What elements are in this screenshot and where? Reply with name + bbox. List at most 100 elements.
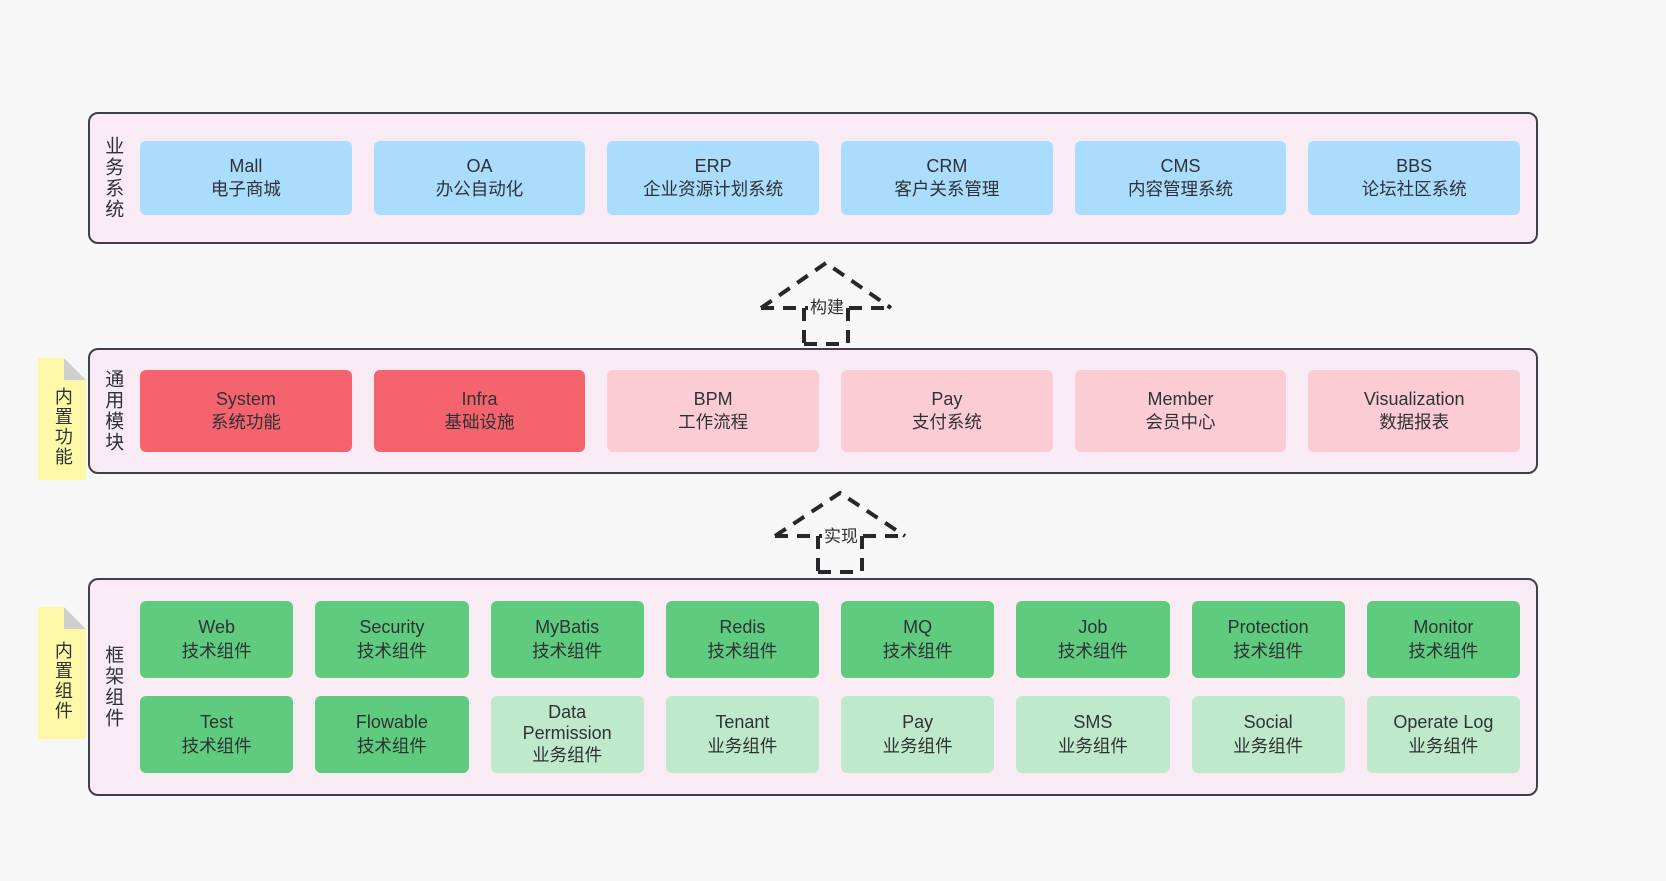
node-subtitle: 技术组件 [707, 640, 778, 661]
node-row: Test 技术组件 Flowable 技术组件 Data Permission … [140, 696, 1520, 773]
node-subtitle: 数据报表 [1379, 412, 1450, 433]
node-title: CRM [926, 155, 968, 176]
node-subtitle: 论坛社区系统 [1361, 179, 1467, 200]
generalization-arrowhead-build [759, 260, 893, 310]
node-subtitle: 工作流程 [678, 412, 749, 433]
node-subtitle: 技术组件 [181, 735, 252, 756]
node-subtitle: 业务组件 [1233, 735, 1304, 756]
node-title: Test [200, 712, 234, 733]
node-social[interactable]: Social 业务组件 [1191, 696, 1345, 773]
node-subtitle: 技术组件 [356, 735, 427, 756]
node-cms[interactable]: CMS 内容管理系统 [1074, 141, 1287, 215]
node-row: Mall 电子商城 OA 办公自动化 ERP 企业资源计划系统 CRM 客户关系… [140, 141, 1521, 215]
node-system[interactable]: System 系统功能 [140, 370, 352, 452]
connector-implement: 实现 [770, 488, 920, 574]
node-subtitle: 技术组件 [532, 640, 603, 661]
node-job[interactable]: Job 技术组件 [1016, 601, 1170, 678]
node-title: Redis [719, 617, 766, 638]
node-member[interactable]: Member 会员中心 [1074, 370, 1287, 452]
layer-label-framework-components: 框架组件 [102, 645, 124, 729]
node-data-permission[interactable]: Data Permission 业务组件 [490, 696, 644, 773]
node-subtitle: 支付系统 [911, 412, 982, 433]
node-infra[interactable]: Infra 基础设施 [373, 370, 586, 452]
node-title: Web [198, 617, 235, 638]
node-pay-module[interactable]: Pay 支付系统 [841, 370, 1053, 452]
node-monitor[interactable]: Monitor 技术组件 [1366, 601, 1520, 678]
node-title: Mall [229, 155, 263, 176]
node-security[interactable]: Security 技术组件 [315, 601, 469, 678]
node-subtitle: 内容管理系统 [1128, 179, 1234, 200]
connector-label-implement: 实现 [822, 522, 860, 547]
layer-body-framework-components: Web 技术组件 Security 技术组件 MyBatis 技术组件 Redi… [134, 580, 1536, 794]
node-title: BBS [1396, 155, 1433, 176]
node-subtitle: 业务组件 [882, 735, 953, 756]
node-subtitle: 电子商城 [210, 179, 281, 200]
node-operate-log[interactable]: Operate Log 业务组件 [1366, 696, 1520, 773]
node-title: Operate Log [1393, 712, 1494, 733]
node-title: System [215, 388, 276, 409]
node-subtitle: 技术组件 [1408, 640, 1479, 661]
node-subtitle: 业务组件 [1057, 735, 1128, 756]
node-title: Social [1243, 712, 1293, 733]
layer-common-modules: 通用模块 System 系统功能 Infra 基础设施 BPM 工作流程 Pay… [88, 348, 1538, 474]
node-title: Security [359, 617, 425, 638]
connector-label-build: 构建 [808, 293, 846, 318]
node-subtitle: 企业资源计划系统 [643, 179, 784, 200]
node-subtitle: 基础设施 [444, 412, 515, 433]
note-builtin-components: 内置组件 [38, 607, 86, 739]
node-title: CMS [1160, 155, 1201, 176]
node-title: ERP [694, 155, 732, 176]
node-title: Pay [902, 712, 934, 733]
node-subtitle: 会员中心 [1145, 412, 1216, 433]
node-title: MQ [903, 617, 933, 638]
node-subtitle: 技术组件 [356, 640, 427, 661]
note-label: 内置功能 [52, 387, 73, 467]
node-web[interactable]: Web 技术组件 [140, 601, 294, 678]
node-visualization[interactable]: Visualization 数据报表 [1308, 370, 1521, 452]
node-row: System 系统功能 Infra 基础设施 BPM 工作流程 Pay 支付系统… [140, 370, 1521, 452]
node-bpm[interactable]: BPM 工作流程 [607, 370, 820, 452]
node-subtitle: 技术组件 [1233, 640, 1304, 661]
node-subtitle: 办公自动化 [435, 179, 524, 200]
node-mall[interactable]: Mall 电子商城 [140, 141, 352, 215]
node-title: SMS [1073, 712, 1113, 733]
node-title: MyBatis [535, 617, 600, 638]
node-sms[interactable]: SMS 业务组件 [1016, 696, 1170, 773]
node-title: Tenant [715, 712, 770, 733]
node-title: Job [1078, 617, 1108, 638]
layer-business-systems: 业务系统 Mall 电子商城 OA 办公自动化 ERP 企业资源计划系统 CRM… [88, 112, 1538, 244]
node-tenant[interactable]: Tenant 业务组件 [665, 696, 819, 773]
node-title: BPM [693, 388, 733, 409]
node-title: Member [1147, 388, 1214, 409]
node-erp[interactable]: ERP 企业资源计划系统 [607, 141, 820, 215]
node-subtitle: 技术组件 [1057, 640, 1128, 661]
node-subtitle: 业务组件 [532, 745, 603, 766]
node-protection[interactable]: Protection 技术组件 [1191, 601, 1345, 678]
node-subtitle: 客户关系管理 [894, 179, 1000, 200]
layer-label-business-systems: 业务系统 [102, 136, 124, 220]
layer-body-common-modules: System 系统功能 Infra 基础设施 BPM 工作流程 Pay 支付系统… [134, 350, 1536, 472]
generalization-arrowhead-implement [773, 490, 907, 538]
node-crm[interactable]: CRM 客户关系管理 [841, 141, 1053, 215]
node-subtitle: 业务组件 [707, 735, 778, 756]
node-subtitle: 业务组件 [1408, 735, 1479, 756]
node-title: Monitor [1413, 617, 1474, 638]
note-builtin-features: 内置功能 [38, 358, 86, 480]
node-oa[interactable]: OA 办公自动化 [373, 141, 586, 215]
node-subtitle: 技术组件 [181, 640, 252, 661]
node-title: OA [466, 155, 493, 176]
node-row: Web 技术组件 Security 技术组件 MyBatis 技术组件 Redi… [140, 601, 1520, 678]
node-redis[interactable]: Redis 技术组件 [665, 601, 819, 678]
node-test[interactable]: Test 技术组件 [140, 696, 294, 773]
node-bbs[interactable]: BBS 论坛社区系统 [1308, 141, 1521, 215]
node-mybatis[interactable]: MyBatis 技术组件 [490, 601, 644, 678]
node-flowable[interactable]: Flowable 技术组件 [315, 696, 469, 773]
layer-framework-components: 框架组件 Web 技术组件 Security 技术组件 MyBatis 技术组件… [88, 578, 1538, 796]
node-title: Protection [1227, 617, 1309, 638]
node-title: Flowable [355, 712, 428, 733]
node-mq[interactable]: MQ 技术组件 [841, 601, 995, 678]
layer-body-business-systems: Mall 电子商城 OA 办公自动化 ERP 企业资源计划系统 CRM 客户关系… [134, 114, 1536, 242]
layer-label-common-modules: 通用模块 [102, 369, 124, 453]
node-pay-component[interactable]: Pay 业务组件 [841, 696, 995, 773]
